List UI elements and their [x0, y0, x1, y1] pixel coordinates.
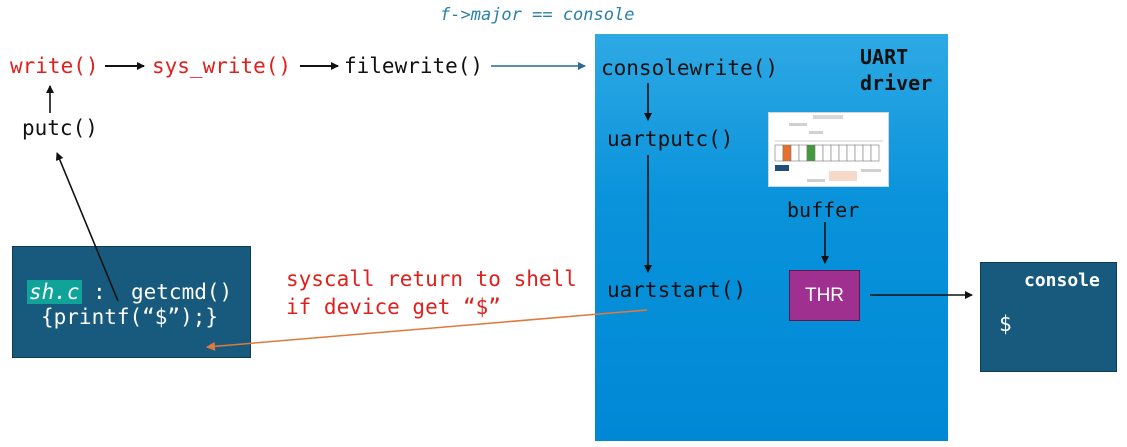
- console-prompt: $: [999, 312, 1012, 336]
- sh-c-separator: :: [93, 280, 106, 304]
- uartputc-function: uartputc(): [607, 127, 734, 151]
- console-box: [980, 262, 1117, 372]
- return-note-line2: if device get “$”: [286, 295, 501, 319]
- write-function: write(): [10, 54, 99, 78]
- sys-write-function: sys_write(): [152, 54, 292, 78]
- printf-statement: {printf(“$”);}: [41, 305, 219, 329]
- return-note-line1: syscall return to shell: [286, 267, 577, 291]
- consolewrite-function: consolewrite(): [601, 56, 779, 80]
- uartstart-function: uartstart(): [607, 278, 747, 302]
- uart-driver-panel: [595, 34, 948, 441]
- console-title: console: [1024, 270, 1100, 291]
- putc-function: putc(): [22, 116, 98, 140]
- arrow-shell-to-putc: [55, 152, 119, 302]
- getcmd-function: getcmd(): [131, 280, 233, 304]
- buffer-diagram-thumbnail: [768, 112, 889, 187]
- filewrite-function: filewrite(): [344, 54, 484, 78]
- header-label: f->major == console: [440, 5, 635, 25]
- thr-label: THR: [804, 284, 845, 306]
- buffer-label: buffer: [787, 198, 860, 222]
- sh-c-filename: sh.c: [27, 280, 82, 304]
- arrow-return-to-shell: [206, 309, 648, 351]
- ring-buffer-icon: [769, 113, 888, 186]
- thr-register: THR: [789, 270, 860, 321]
- uart-driver-title: UART driver: [860, 45, 933, 95]
